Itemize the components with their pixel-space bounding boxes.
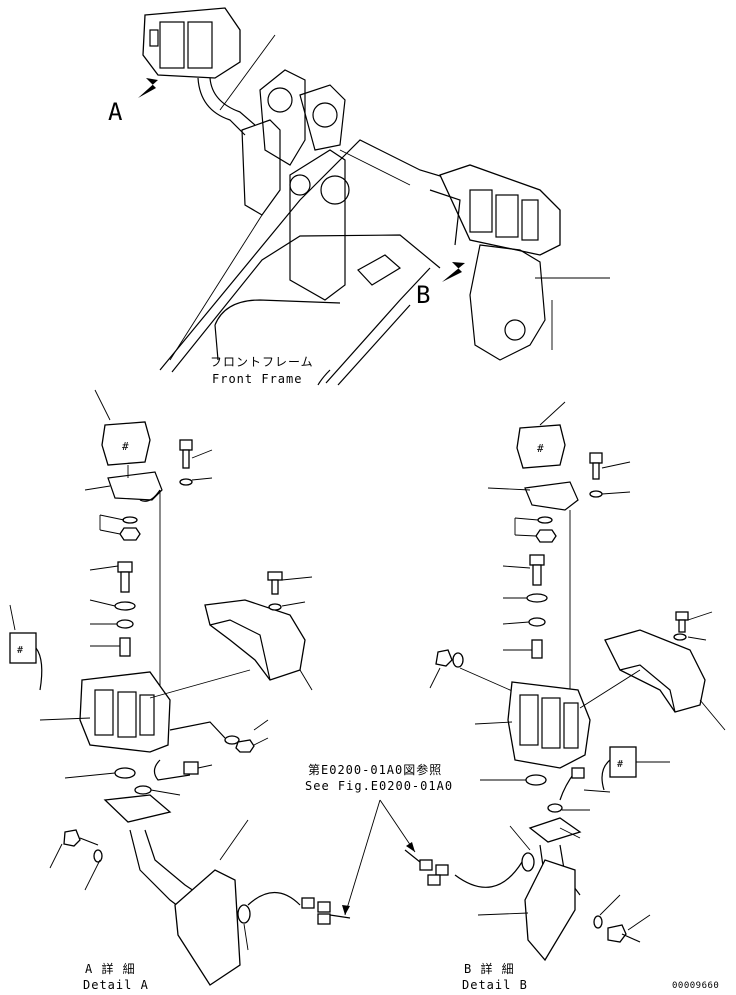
front-frame-label-en: Front Frame — [212, 372, 303, 386]
view-arrow-a-icon — [138, 78, 158, 98]
detail-a-label-jp: A 詳 細 — [85, 962, 136, 976]
reference-leaders — [342, 799, 416, 916]
detail-b-label-en: Detail B — [462, 978, 528, 992]
svg-text:#: # — [617, 759, 623, 770]
svg-text:#: # — [537, 442, 544, 455]
reference-label-jp: 第E0200-01A0図参照 — [308, 763, 443, 777]
view-arrow-b-icon — [442, 262, 465, 282]
view-label-a: A — [108, 98, 123, 126]
view-label-b: B — [416, 281, 431, 309]
detail-a-label-en: Detail A — [83, 978, 149, 992]
reference-label-en: See Fig.E0200-01A0 — [305, 779, 454, 793]
figure-number: 00009660 — [672, 981, 720, 991]
detail-a-assembly: # # — [9, 389, 351, 986]
front-frame-label-jp: フロントフレーム — [210, 355, 314, 369]
svg-text:#: # — [17, 645, 23, 656]
detail-b-assembly: # — [404, 401, 726, 962]
detail-b-label-jp: B 詳 細 — [464, 962, 515, 976]
svg-text:#: # — [122, 440, 129, 453]
front-frame-overview — [138, 7, 610, 386]
